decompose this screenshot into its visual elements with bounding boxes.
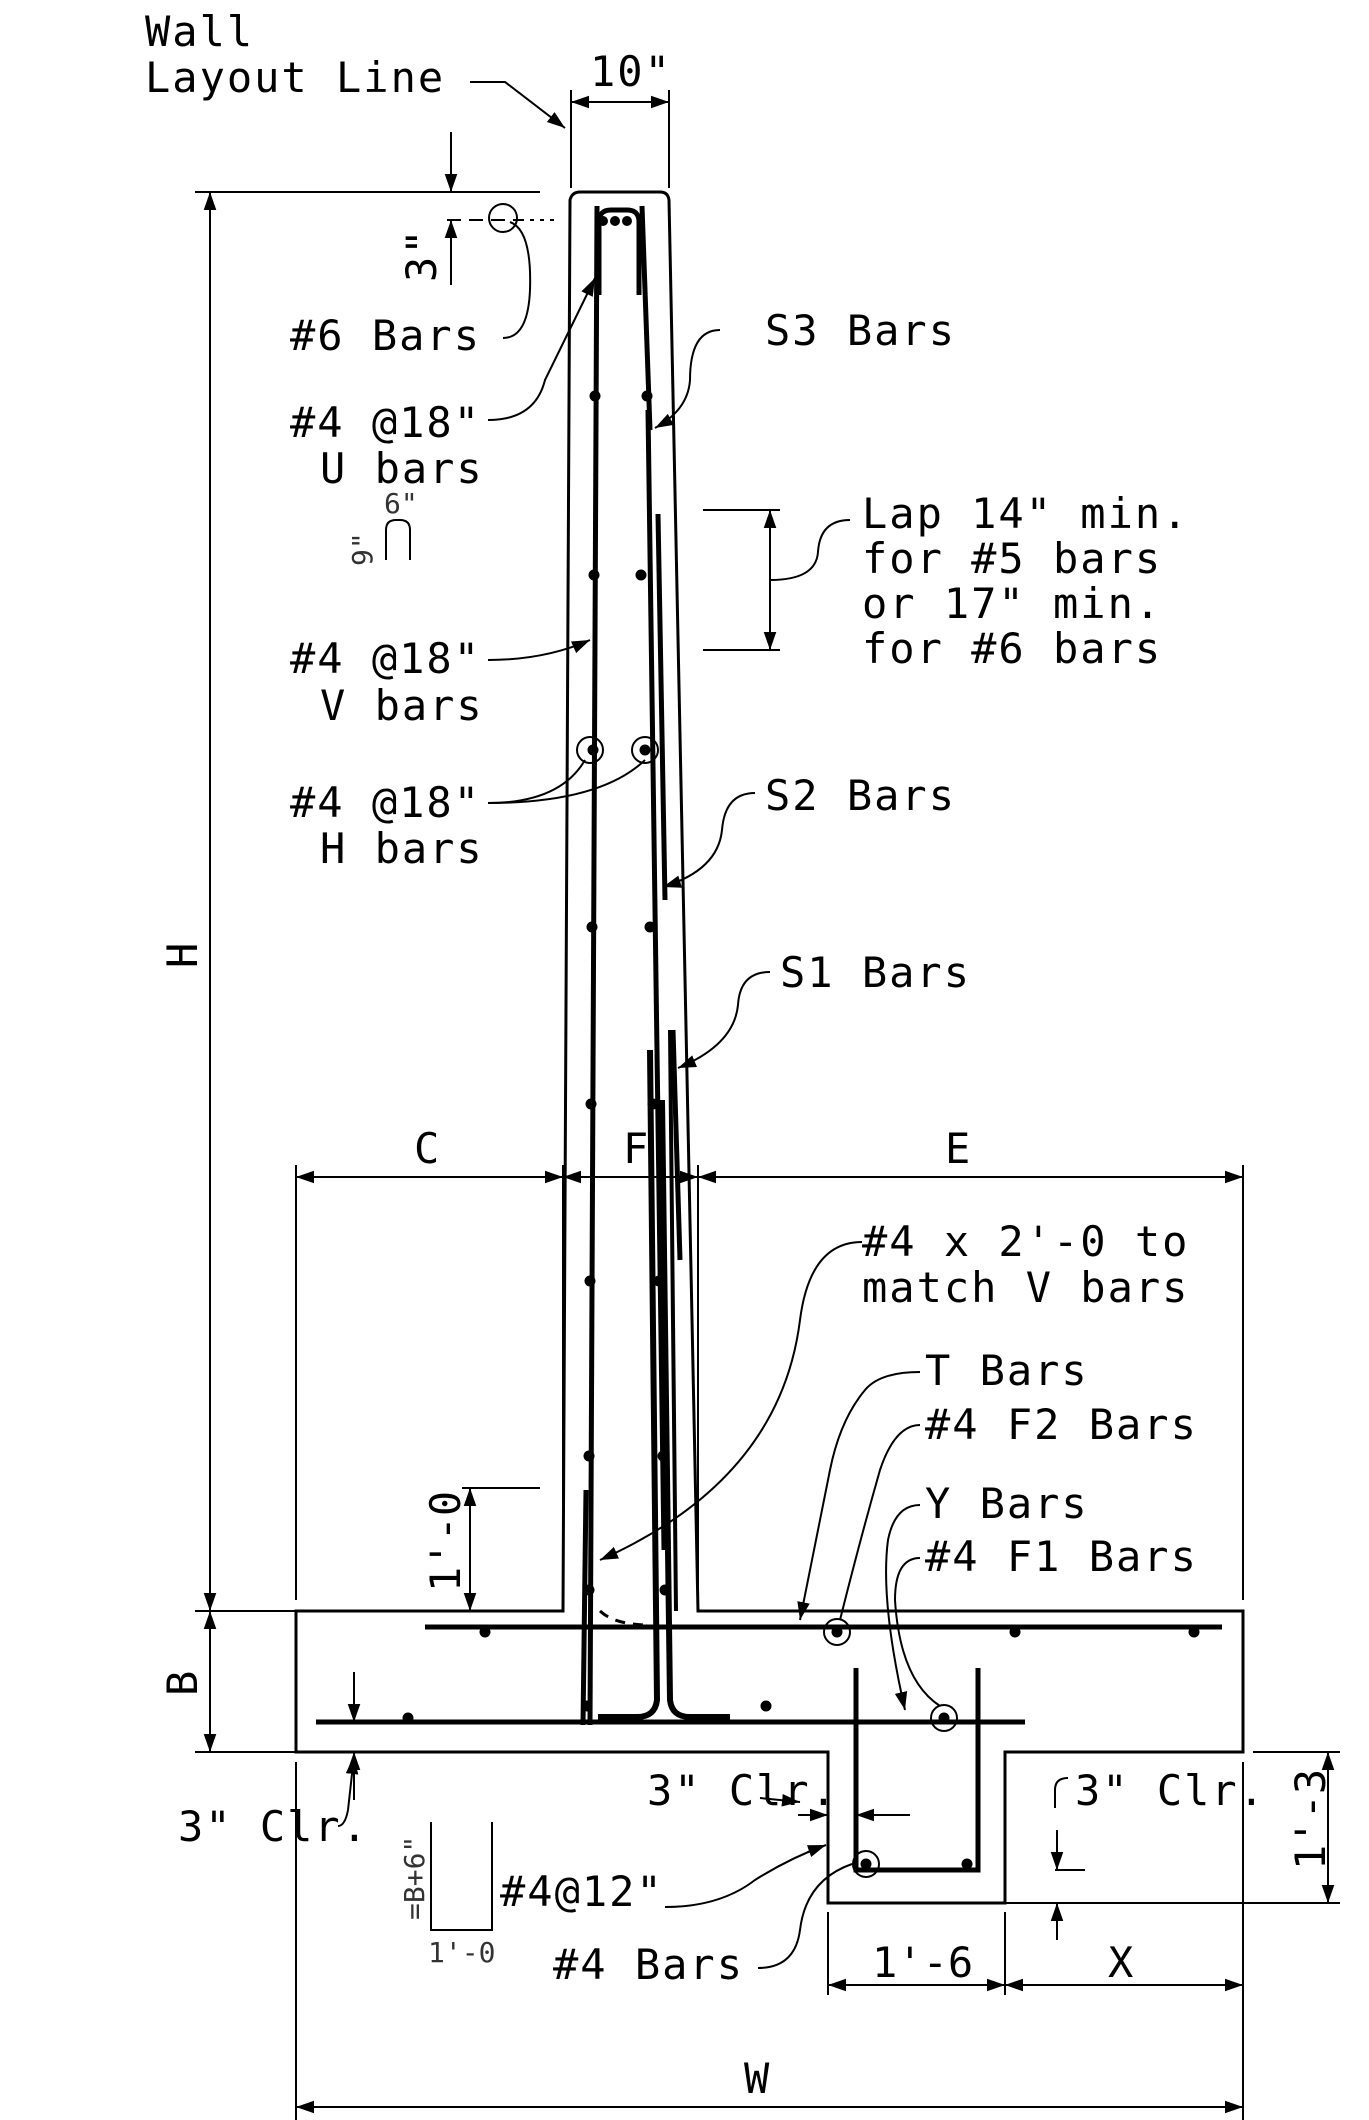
label-s3-bars: S3 Bars [765,306,956,355]
stirrup-detail-icon [430,1822,493,1931]
label-u-bars-line2: U bars [320,444,484,493]
dim-top-cover: 3" [397,227,446,282]
dim-e: E [945,1124,970,1173]
label-lap-line4: for #6 bars [862,624,1162,673]
label-clr-left: 3" Clr. [178,1802,369,1851]
label-s1-bars: S1 Bars [780,948,971,997]
callout-circles [488,203,958,1878]
dim-h: H [158,943,207,968]
label-v-bars-line1: #4 @18" [290,634,481,683]
label-y-bars: Y Bars [925,1479,1089,1528]
u-detail-width: 6" [384,487,418,520]
reinforcement [316,205,1222,1873]
dim-x: X [1108,1938,1133,1987]
label-lap-line1: Lap 14" min. [862,489,1189,538]
dim-1-3: 1'-3 [1286,1769,1335,1870]
label-h-bars-line2: H bars [320,824,484,873]
u-detail-height: 9" [346,532,379,566]
stirrup-detail-width: 1'-0 [428,1936,495,1969]
label-t-bars: T Bars [925,1346,1089,1395]
stirrup-detail-height: =B+6" [398,1836,431,1920]
label-layout-line: Layout Line [145,53,445,102]
label-lap-line3: or 17" min. [862,579,1162,628]
label-stirrup: #4@12" [500,1867,664,1916]
label-clr-key-top: 3" Clr. [647,1766,838,1815]
label-lap-line2: for #5 bars [862,534,1162,583]
label-h-bars-line1: #4 @18" [290,778,481,827]
label-dowel-line2: match V bars [862,1263,1189,1312]
label-s2-bars: S2 Bars [765,771,956,820]
label-clr-key-right: 3" Clr. [1075,1766,1266,1815]
label-f2-bars: #4 F2 Bars [925,1400,1198,1449]
label-wall: Wall [145,7,254,56]
concrete-outline [294,190,1245,1905]
dim-dowel-embed: 1'-0 [421,1491,470,1592]
dim-c: C [414,1124,439,1173]
dim-top-width: 10" [590,47,672,96]
u-bar-detail-icon [385,519,411,560]
text-labels: Wall Layout Line 10" 3" #6 Bars S3 Bars … [145,7,1335,2103]
dim-w: W [744,2054,770,2103]
leader-lines [337,81,1069,1969]
label-6-bars: #6 Bars [290,311,481,360]
label-dowel-line1: #4 x 2'-0 to [862,1217,1189,1266]
label-u-bars-line1: #4 @18" [290,398,481,447]
label-f1-bars: #4 F1 Bars [925,1532,1198,1581]
dim-f: F [623,1124,648,1173]
label-v-bars-line2: V bars [320,681,484,730]
bar-dots [402,216,1200,1870]
label-4-bars: #4 Bars [553,1940,744,1989]
dim-1-6: 1'-6 [872,1938,973,1987]
dimension-lines [195,90,1340,2120]
dim-b: B [158,1671,207,1696]
